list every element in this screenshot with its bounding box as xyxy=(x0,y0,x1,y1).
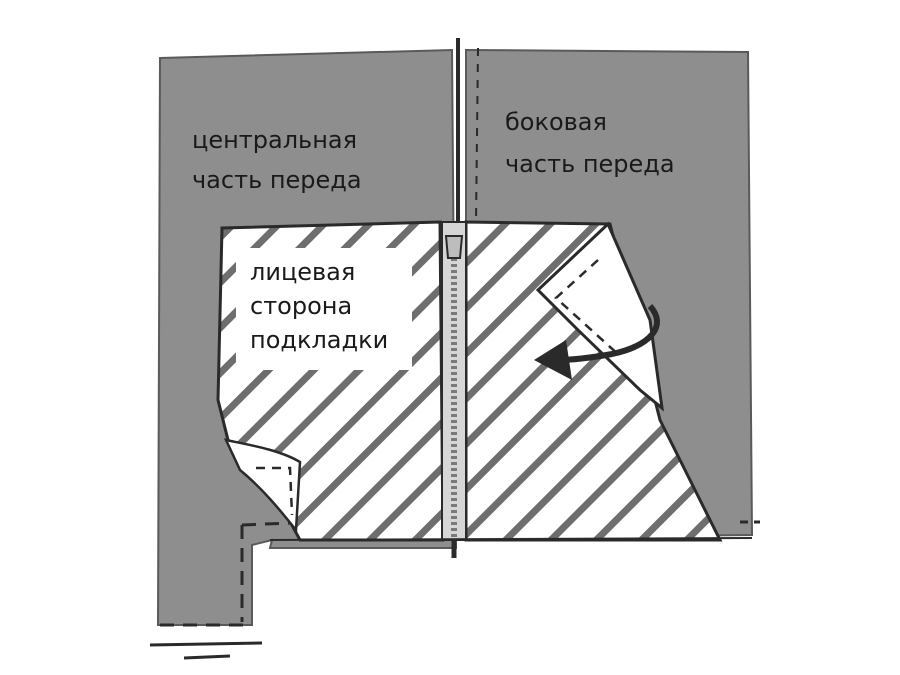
bottom-outline xyxy=(149,641,263,660)
label-side-front: боковая часть переда xyxy=(505,108,675,178)
label-lining-box xyxy=(236,248,412,370)
label-lining-right-side: лицевая сторона подкладки xyxy=(250,258,388,354)
base-line xyxy=(269,537,753,541)
side-seam-dashed xyxy=(475,47,479,223)
lining-right-flap xyxy=(535,221,665,412)
curved-arrow-head xyxy=(534,340,572,380)
left-stitch-line xyxy=(160,521,291,627)
zipper-icon xyxy=(444,235,464,259)
label-center-front: центральная часть переда xyxy=(192,126,365,194)
lining-left-fold-stitch xyxy=(256,466,294,516)
lining-left-fold xyxy=(223,438,302,534)
lining-right-flap-stitch xyxy=(554,259,621,357)
curved-arrow-icon xyxy=(555,303,660,363)
